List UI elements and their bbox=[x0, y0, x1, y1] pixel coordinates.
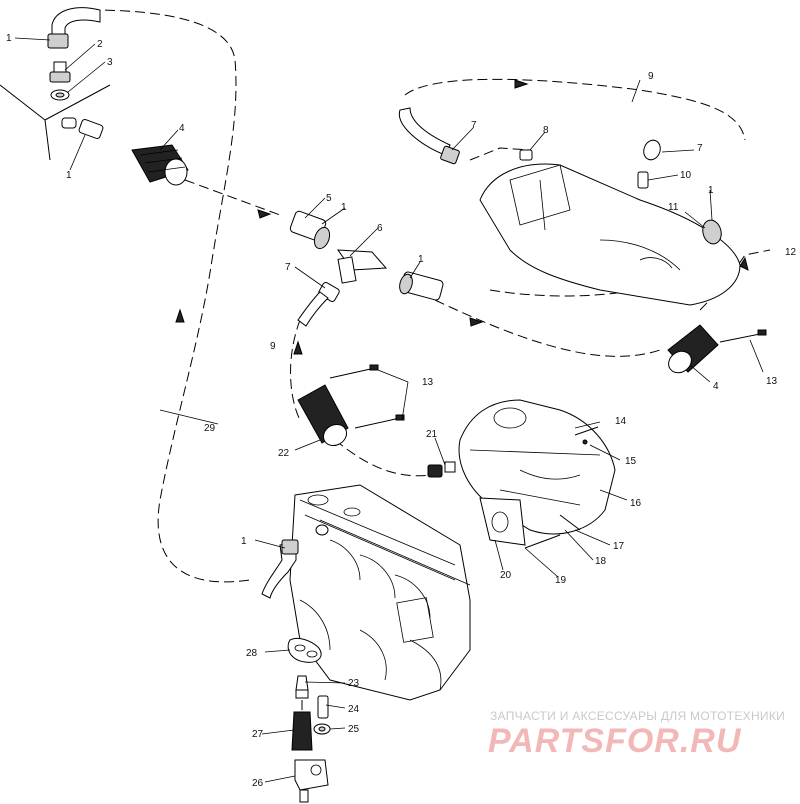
callout-18: 18 bbox=[595, 556, 607, 567]
callout-1: 1 bbox=[6, 33, 12, 44]
callout-20: 20 bbox=[500, 570, 512, 581]
callout-labels: 1 2 3 4 1 9 7 8 7 10 1 11 12 5 1 6 7 1 9… bbox=[6, 33, 797, 789]
engine-block bbox=[261, 484, 471, 701]
callout-13: 13 bbox=[422, 377, 434, 388]
watermark-tagline: ЗАПЧАСТИ И АКСЕССУАРЫ ДЛЯ МОТОТЕХНИКИ bbox=[490, 709, 786, 723]
callout-1: 1 bbox=[341, 202, 347, 213]
inlet-hose-assembly bbox=[0, 7, 111, 161]
callout-14: 14 bbox=[615, 416, 627, 427]
callout-4: 4 bbox=[713, 381, 719, 392]
callout-10: 10 bbox=[680, 170, 692, 181]
callout-4: 4 bbox=[179, 123, 185, 134]
callout-12: 12 bbox=[785, 247, 797, 258]
callout-6: 6 bbox=[377, 223, 383, 234]
callout-8: 8 bbox=[543, 125, 549, 136]
callout-17: 17 bbox=[613, 541, 625, 552]
callout-1: 1 bbox=[66, 170, 72, 181]
exhaust-manifold bbox=[458, 399, 616, 549]
callout-7: 7 bbox=[471, 120, 477, 131]
callout-7: 7 bbox=[285, 262, 291, 273]
callout-5: 5 bbox=[326, 193, 332, 204]
callout-11: 11 bbox=[668, 202, 679, 213]
callout-7: 7 bbox=[697, 143, 703, 154]
callout-15: 15 bbox=[625, 456, 637, 467]
rubber-coupler-4a bbox=[131, 144, 189, 186]
callout-1: 1 bbox=[418, 254, 424, 265]
callout-26: 26 bbox=[252, 778, 264, 789]
callout-25: 25 bbox=[348, 724, 360, 735]
leader-lines bbox=[14, 37, 764, 783]
callout-2: 2 bbox=[97, 39, 103, 50]
callout-24: 24 bbox=[348, 704, 360, 715]
callout-1: 1 bbox=[241, 536, 247, 547]
routing-lines bbox=[89, 9, 771, 583]
callout-28: 28 bbox=[246, 648, 258, 659]
callout-1: 1 bbox=[708, 185, 714, 196]
callout-29: 29 bbox=[204, 423, 216, 434]
callout-9: 9 bbox=[648, 71, 654, 82]
rubber-coupler-4b bbox=[667, 324, 719, 374]
callout-27: 27 bbox=[252, 729, 264, 740]
upper-right-manifold bbox=[398, 107, 741, 306]
thermostat-stack bbox=[287, 637, 331, 803]
callout-22: 22 bbox=[278, 448, 290, 459]
callout-13: 13 bbox=[766, 376, 778, 387]
callout-9: 9 bbox=[270, 341, 276, 352]
watermark-logo: PARTSFOR.RU bbox=[488, 722, 742, 760]
hose-clamps bbox=[329, 329, 767, 429]
callout-16: 16 bbox=[630, 498, 642, 509]
rubber-coupler-22 bbox=[297, 384, 349, 447]
t-fitting-assembly bbox=[289, 210, 444, 327]
callout-21: 21 bbox=[426, 429, 438, 440]
callout-3: 3 bbox=[107, 57, 113, 68]
flow-arrows bbox=[175, 79, 749, 355]
fitting-21 bbox=[427, 461, 456, 478]
callout-19: 19 bbox=[555, 575, 567, 586]
callout-23: 23 bbox=[348, 678, 360, 689]
